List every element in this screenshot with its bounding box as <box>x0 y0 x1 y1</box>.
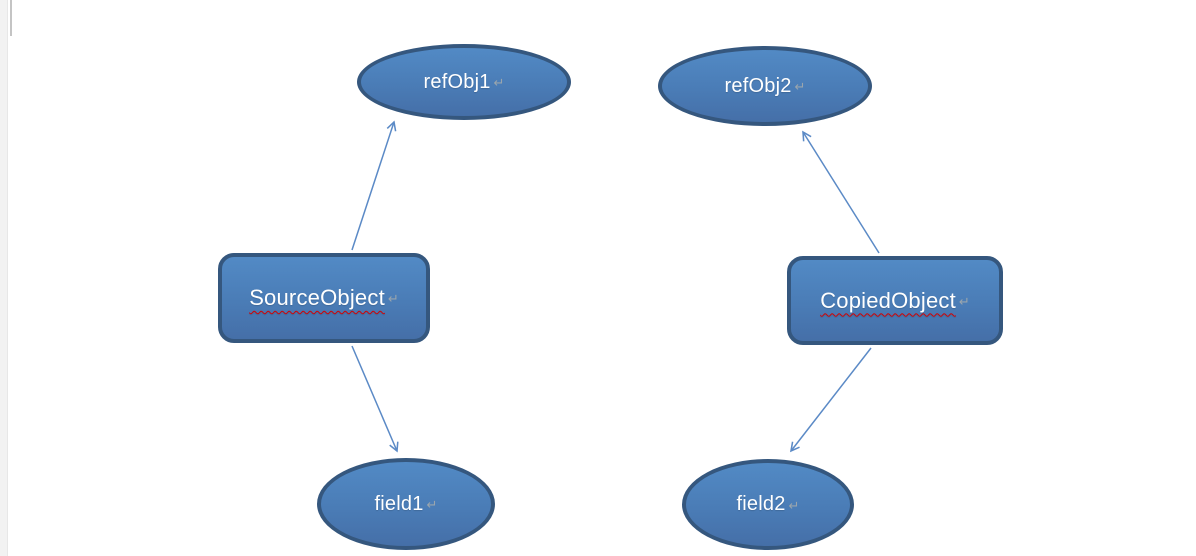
line-break-mark: ↵ <box>958 293 970 309</box>
page-edge-strip <box>0 0 8 556</box>
node-refobj2[interactable]: refObj2 ↵ <box>658 46 872 126</box>
node-field1[interactable]: field1 ↵ <box>317 458 495 550</box>
node-refobj2-label: refObj2 <box>724 74 792 97</box>
node-copiedobject[interactable]: CopiedObject ↵ <box>787 256 1003 345</box>
node-copiedobject-label: CopiedObject <box>820 287 956 313</box>
node-refobj1[interactable]: refObj1 ↵ <box>357 44 571 120</box>
line-break-mark: ↵ <box>794 79 806 94</box>
connector-copiedobject-refobj2[interactable] <box>802 130 880 254</box>
line-break-mark: ↵ <box>387 291 399 306</box>
node-sourceobject[interactable]: SourceObject ↵ <box>218 253 430 343</box>
node-field2[interactable]: field2 ↵ <box>682 459 854 550</box>
line-break-mark: ↵ <box>788 497 800 513</box>
node-refobj1-label: refObj1 <box>423 70 491 93</box>
connector-copiedobject-field2[interactable] <box>789 347 872 453</box>
line-break-mark: ↵ <box>493 75 505 90</box>
node-sourceobject-label: SourceObject <box>249 285 385 310</box>
page-edge-tick <box>10 0 12 36</box>
node-field1-label: field1 <box>374 492 424 515</box>
connector-sourceobject-field1[interactable] <box>351 345 399 453</box>
node-field2-label: field2 <box>736 493 786 515</box>
line-break-mark: ↵ <box>426 497 438 512</box>
connector-sourceobject-refobj1[interactable] <box>351 120 397 251</box>
